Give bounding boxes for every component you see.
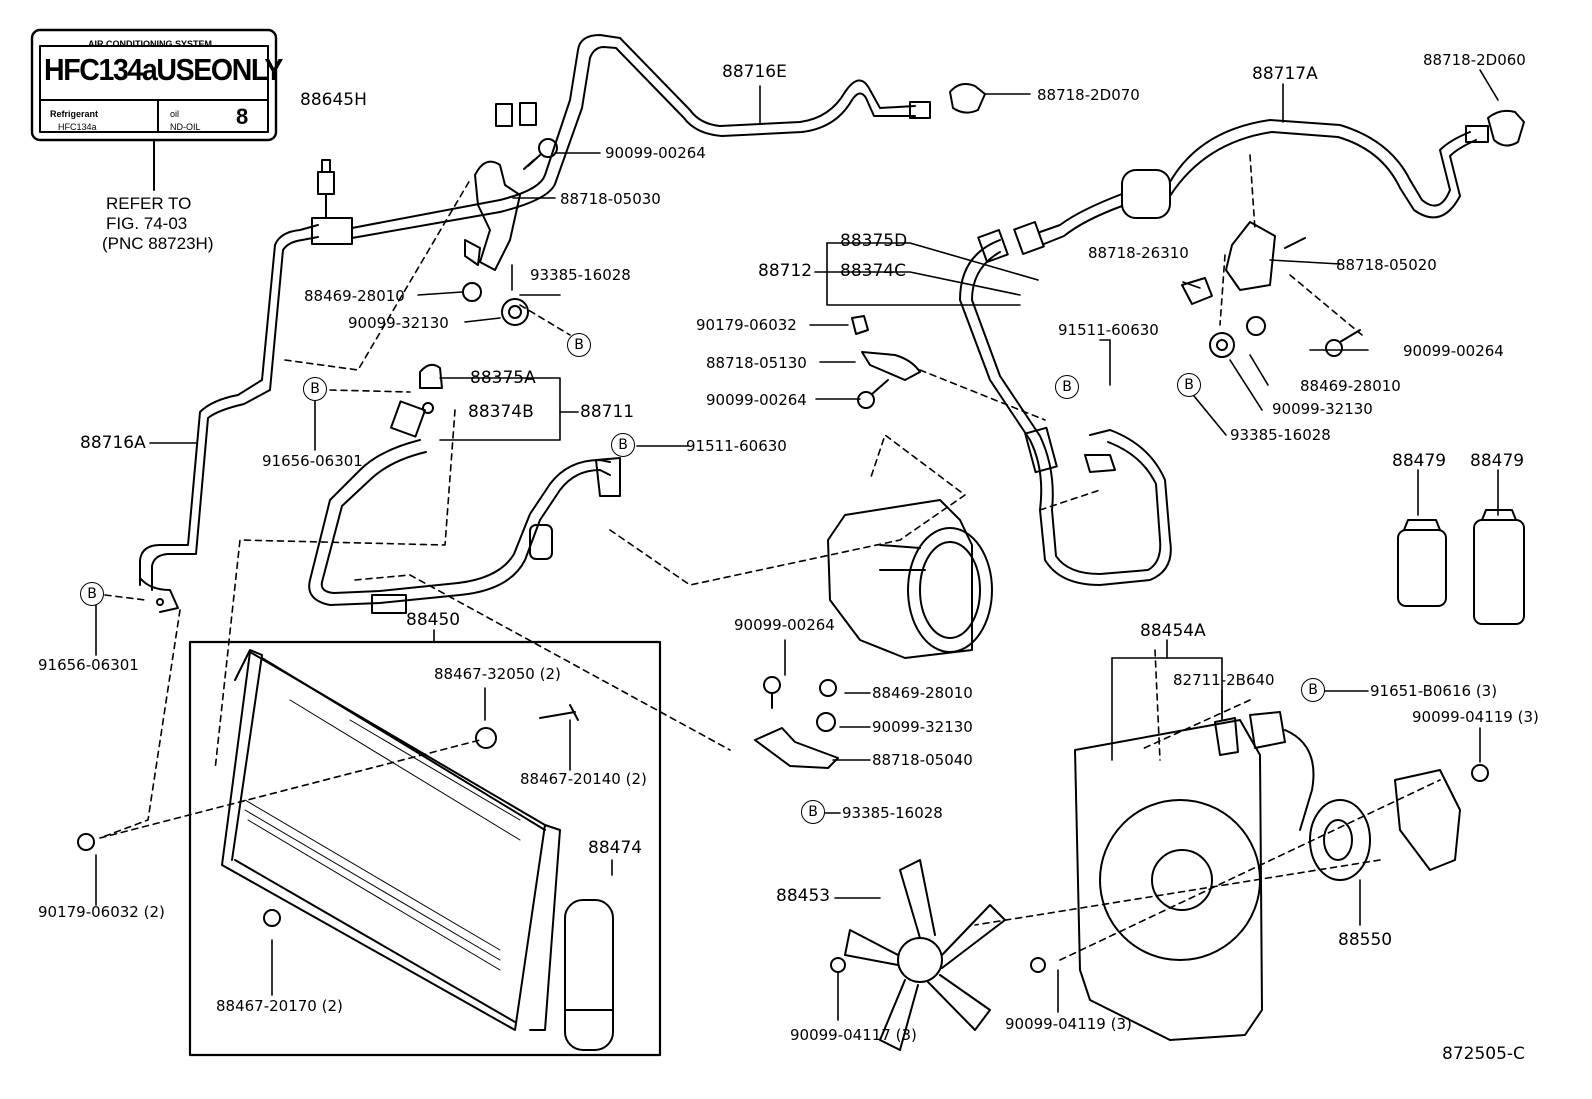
part-label[interactable]: 90099-32130: [872, 718, 973, 736]
part-label[interactable]: 90099-04119 (3): [1005, 1015, 1132, 1033]
part-label[interactable]: 90099-04117 (3): [790, 1026, 917, 1044]
part-label[interactable]: 88718-05130: [706, 354, 807, 372]
part-label[interactable]: 91656-06301: [262, 452, 363, 470]
part-label[interactable]: 88718-05020: [1336, 256, 1437, 274]
part-label[interactable]: 88716E: [722, 62, 787, 82]
part-label[interactable]: 88550: [1338, 930, 1393, 950]
part-label[interactable]: 88374B: [468, 402, 534, 422]
part-label[interactable]: 88469-28010: [872, 684, 973, 702]
part-label[interactable]: 88469-28010: [1300, 377, 1401, 395]
reference-badge: B: [1055, 375, 1079, 399]
part-label[interactable]: 88375A: [470, 368, 536, 388]
refrigerant-label-card: [30, 28, 278, 191]
part-label[interactable]: 90099-04119 (3): [1412, 708, 1539, 726]
part-label[interactable]: 88718-05030: [560, 190, 661, 208]
part-label[interactable]: 90099-00264: [734, 616, 835, 634]
part-label[interactable]: 88467-20140 (2): [520, 770, 647, 788]
part-label[interactable]: 91651-B0616 (3): [1370, 682, 1498, 700]
part-label[interactable]: 90099-00264: [605, 144, 706, 162]
part-label[interactable]: 90179-06032 (2): [38, 903, 165, 921]
reference-badge: B: [801, 800, 825, 824]
label-card-oil-value: ND-OIL: [170, 122, 201, 132]
reference-badge: B: [611, 433, 635, 457]
part-label[interactable]: 91656-06301: [38, 656, 139, 674]
part-label[interactable]: 90099-32130: [348, 314, 449, 332]
part-label[interactable]: 88718-26310: [1088, 244, 1189, 262]
pipe-88716a: [139, 159, 501, 613]
part-label[interactable]: 88479: [1470, 451, 1525, 471]
part-label[interactable]: 88718-2D060: [1423, 51, 1526, 69]
pipe-88712: [959, 221, 1172, 586]
label-card-heading: AIR CONDITIONING SYSTEM: [88, 39, 213, 49]
part-label[interactable]: 88453: [776, 886, 831, 906]
part-label[interactable]: 90099-00264: [706, 391, 807, 409]
dashed-leaders: [99, 154, 1441, 961]
part-label[interactable]: 91511-60630: [1058, 321, 1159, 339]
part-label[interactable]: 90099-32130: [1272, 400, 1373, 418]
part-label[interactable]: 90099-00264: [1403, 342, 1504, 360]
part-label[interactable]: 88645H: [300, 90, 367, 110]
part-label[interactable]: 88712: [758, 261, 813, 281]
part-label[interactable]: 88450: [406, 610, 461, 630]
part-label[interactable]: 88474: [588, 838, 643, 858]
part-label[interactable]: 88716A: [80, 433, 146, 453]
part-label[interactable]: 88717A: [1252, 64, 1318, 84]
part-label[interactable]: 93385-16028: [842, 804, 943, 822]
part-label[interactable]: 88469-28010: [304, 287, 405, 305]
part-label[interactable]: 93385-16028: [1230, 426, 1331, 444]
part-label[interactable]: 91511-60630: [686, 437, 787, 455]
label-card-main-text: HFC134aUSEONLY: [44, 52, 283, 87]
part-label[interactable]: 88375D: [840, 231, 908, 251]
part-label[interactable]: 88718-2D070: [1037, 86, 1140, 104]
label-card-oil-number: 8: [236, 104, 249, 129]
fasteners: [77, 138, 1525, 1051]
part-label[interactable]: 90179-06032: [696, 316, 797, 334]
part-label[interactable]: 88718-05040: [872, 751, 973, 769]
part-label[interactable]: 82711-2B640: [1173, 671, 1275, 689]
reference-badge: B: [303, 377, 327, 401]
part-label[interactable]: 88711: [580, 402, 635, 422]
reference-badge: B: [567, 333, 591, 357]
reference-badge: B: [1301, 678, 1325, 702]
label-card-refrigerant-label: Refrigerant: [50, 109, 99, 119]
reference-badge: B: [80, 582, 104, 606]
refer-note-line2: FIG. 74-03: [106, 214, 188, 233]
reference-badge: B: [1177, 373, 1201, 397]
part-label[interactable]: 93385-16028: [530, 266, 631, 284]
part-label[interactable]: 88374C: [840, 261, 906, 281]
part-label[interactable]: 88467-32050 (2): [434, 665, 561, 683]
refer-note-line3: (PNC 88723H): [102, 234, 214, 253]
pipe-88716e: [495, 34, 986, 213]
pipe-88717a: [1039, 109, 1525, 245]
refer-note-line1: REFER TO: [106, 194, 192, 213]
condenser-88450: [188, 640, 662, 1057]
figure-code: 872505-C: [1442, 1044, 1525, 1064]
part-label[interactable]: 88479: [1392, 451, 1447, 471]
label-card-oil-label: oil: [170, 109, 180, 119]
leader-lines: [95, 69, 1499, 1021]
label-card-refrigerant-value: HFC134a: [58, 122, 97, 132]
part-label[interactable]: 88467-20170 (2): [216, 997, 343, 1015]
hose-88711: [308, 400, 621, 614]
part-label[interactable]: 88454A: [1140, 621, 1206, 641]
